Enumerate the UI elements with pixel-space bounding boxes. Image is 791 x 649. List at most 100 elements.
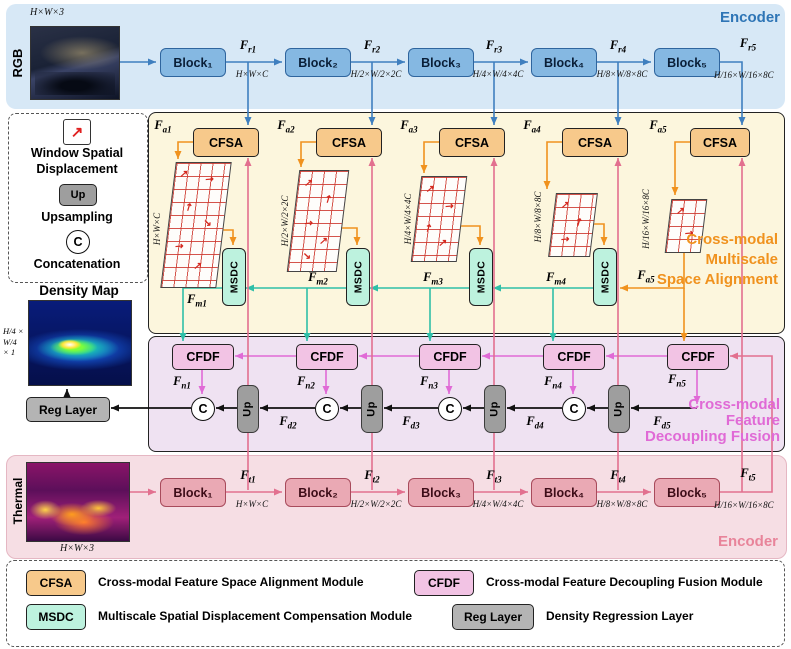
displacement-arrow-icon: ↗	[300, 216, 315, 231]
grid-dim-4: H/8×W/8×8C	[533, 191, 543, 243]
upsample-module-3: Up	[484, 385, 506, 433]
grid-dim-1: H×W×C	[152, 212, 162, 246]
feature-label-ft3: Ft3	[486, 468, 502, 485]
wsd-label-line2: Displacement	[36, 162, 118, 176]
wsd-label-line1: Window Spatial	[30, 146, 124, 160]
rgb-modality-label: RGB	[10, 48, 25, 78]
cfdf-module-2: CFDF	[296, 344, 358, 370]
displacement-arrow-icon: ↗	[178, 169, 189, 181]
msdc-legend-desc: Multiscale Spatial Displacement Compensa…	[98, 609, 413, 623]
rgb-input-dim: H×W×3	[30, 7, 65, 18]
thermal-encoder-band	[6, 455, 787, 559]
upsample-module-2: Up	[361, 385, 383, 433]
rgb-block-4: Block₄	[531, 48, 597, 77]
displacement-arrow-icon: ↗	[441, 199, 456, 214]
feature-label-fr5: Fr5	[739, 36, 757, 53]
cfsa-module-5: CFSA	[690, 128, 750, 157]
displacement-arrow-icon: ↗	[171, 240, 186, 254]
displacement-arrow-icon: ↗	[322, 192, 335, 207]
feature-label-fn4: Fn4	[544, 374, 562, 391]
cfdf-module-1: CFDF	[172, 344, 234, 370]
cfsa-legend-swatch: CFSA	[26, 570, 86, 596]
feature-dim-fr5: H/16×W/16×8C	[714, 70, 774, 80]
cfdf-module-4: CFDF	[543, 344, 605, 370]
upsample-module-1: Up	[237, 385, 259, 433]
cfsa-module-3: CFSA	[439, 128, 505, 157]
msdc-module-1: MSDC	[222, 248, 246, 306]
thermal-block-1: Block₁	[160, 478, 226, 507]
displacement-arrow-icon: ↗	[192, 261, 203, 273]
density-map-dim: H/4 × W/4 × 1	[3, 326, 24, 358]
reg-layer-module: Reg Layer	[26, 397, 110, 422]
feature-dim-fr4: H/8×W/8×8C	[596, 69, 648, 79]
density-map-image	[28, 300, 132, 386]
feature-label-fr2: Fr2	[363, 38, 381, 55]
rgb-encoder-title: Encoder	[719, 9, 780, 26]
msdc-module-2: MSDC	[346, 248, 370, 306]
concat-legend-icon: C	[66, 230, 90, 254]
concatenation-label: Concatenation	[33, 257, 121, 271]
feature-label-fd2: Fd2	[279, 414, 297, 431]
displacement-arrow-icon: ↗	[182, 200, 195, 215]
feature-label-ft2: Ft2	[364, 468, 380, 485]
cfsa-module-4: CFSA	[562, 128, 628, 157]
feature-label-fd3: Fd3	[402, 414, 420, 431]
rgb-crowd-silhouette	[35, 71, 115, 95]
msdc-legend-swatch: MSDC	[26, 604, 86, 630]
cfdf-module-5: CFDF	[667, 344, 729, 370]
thermal-block-5: Block₅	[654, 478, 720, 507]
thermal-input-dim: H×W×3	[59, 543, 95, 554]
displacement-arrow-icon: ↗	[557, 232, 572, 247]
feature-label-fm4: Fm4	[546, 270, 566, 287]
thermal-modality-label: Thermal	[11, 477, 25, 525]
concat-node-3: C	[438, 397, 462, 421]
feature-dim-ft3: H/4×W/4×4C	[472, 499, 524, 509]
msdc-module-3: MSDC	[469, 248, 493, 306]
feature-dim-ft4: H/8×W/8×8C	[596, 499, 648, 509]
feature-label-fa2: Fa2	[277, 118, 295, 135]
cfdf-module-3: CFDF	[419, 344, 481, 370]
feature-dim-ft1: H×W×C	[235, 499, 269, 509]
displacement-grid-4: ↗ ↗ ↗	[548, 193, 598, 257]
rgb-block-5: Block₅	[654, 48, 720, 77]
feature-label-fa4: Fa4	[523, 118, 541, 135]
displacement-arrow-icon: ↗	[425, 184, 435, 196]
rgb-block-3: Block₃	[408, 48, 474, 77]
feature-label-fm1: Fm1	[187, 292, 207, 309]
upsampling-label: Upsampling	[41, 210, 113, 224]
feature-label-fd4: Fd4	[526, 414, 544, 431]
feature-label-fn3: Fn3	[420, 374, 438, 391]
feature-label-fr4: Fr4	[609, 38, 627, 55]
feature-label-ft5: Ft5	[740, 466, 756, 483]
rgb-block-2: Block₂	[285, 48, 351, 77]
thermal-block-2: Block₂	[285, 478, 351, 507]
displacement-arrow-icon: ↗	[560, 200, 571, 212]
feature-label-fa5: Fa5	[649, 118, 667, 135]
concat-node-1: C	[191, 397, 215, 421]
concat-node-2: C	[315, 397, 339, 421]
displacement-arrow-icon: ↗	[303, 178, 314, 189]
msdc-module-4: MSDC	[593, 248, 617, 306]
feature-label-fn5: Fn5	[668, 372, 686, 389]
displacement-arrow-icon: ↗	[318, 236, 329, 247]
feature-label-fn2: Fn2	[297, 374, 315, 391]
feature-label-fa3: Fa3	[400, 118, 418, 135]
feature-dim-fr3: H/4×W/4×4C	[472, 69, 524, 79]
displacement-arrow-icon: ↗	[573, 215, 586, 230]
thermal-input-image	[26, 462, 130, 542]
thermal-block-3: Block₃	[408, 478, 474, 507]
feature-dim-fr2: H/2×W/2×2C	[350, 69, 402, 79]
feature-dim-ft2: H/2×W/2×2C	[350, 499, 402, 509]
feature-label-ft1: Ft1	[240, 468, 256, 485]
cfdf-legend-desc: Cross-modal Feature Decoupling Fusion Mo…	[486, 575, 763, 589]
cfsa-module-1: CFSA	[193, 128, 259, 157]
upsample-module-4: Up	[608, 385, 630, 433]
displacement-arrow-icon: ↗	[201, 217, 214, 228]
concat-node-4: C	[562, 397, 586, 421]
feature-dim-ft5: H/16×W/16×8C	[714, 500, 774, 510]
cfsa-module-2: CFSA	[316, 128, 382, 157]
legend-bottom	[6, 560, 785, 647]
feature-label-fn1: Fn1	[173, 374, 191, 391]
